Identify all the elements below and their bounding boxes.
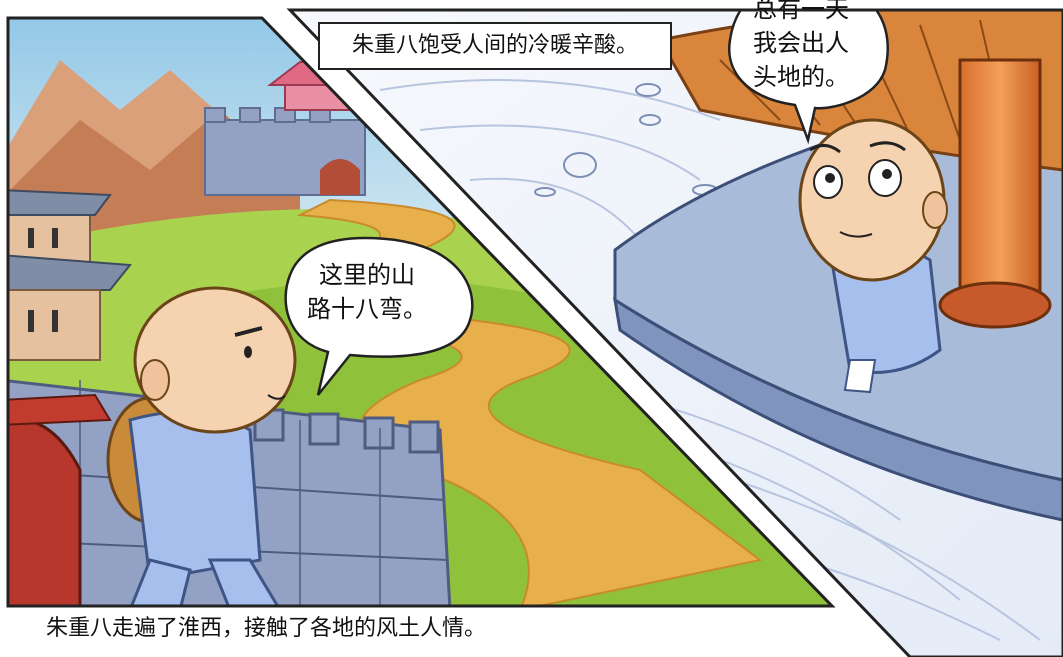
- right-bubble-line: 我会出人: [753, 29, 849, 57]
- speech-bubble-right: [728, 10, 889, 145]
- pagoda-building: [8, 188, 132, 361]
- wooden-pillar: [958, 58, 1042, 312]
- wall-back: [204, 61, 373, 196]
- right-bubble-line: 头地的。: [753, 63, 849, 91]
- right-bubble-text: 总有一天 我会出人 头地的。: [736, 0, 866, 94]
- bottom-caption-box: 朱重八走遍了淮西，接触了各地的风土人情。: [6, 606, 826, 652]
- top-caption-text: 朱重八饱受人间的冷暖辛酸。: [351, 33, 638, 58]
- bottom-caption-text: 朱重八走遍了淮西，接触了各地的风土人情。: [46, 616, 487, 641]
- top-caption-box: 朱重八饱受人间的冷暖辛酸。: [318, 22, 672, 70]
- left-bubble-line: 这里的山: [319, 261, 415, 289]
- monk-sitting: [798, 118, 948, 394]
- monk-walking: [106, 286, 297, 606]
- speech-bubble-left: [284, 236, 474, 396]
- left-bubble-line: 路十八弯。: [307, 295, 427, 323]
- left-bubble-text: 这里的山 路十八弯。: [292, 258, 442, 326]
- right-bubble-line: 总有一天: [753, 0, 849, 23]
- left-panel-border: [6, 16, 836, 608]
- right-panel-border: [286, 8, 1063, 657]
